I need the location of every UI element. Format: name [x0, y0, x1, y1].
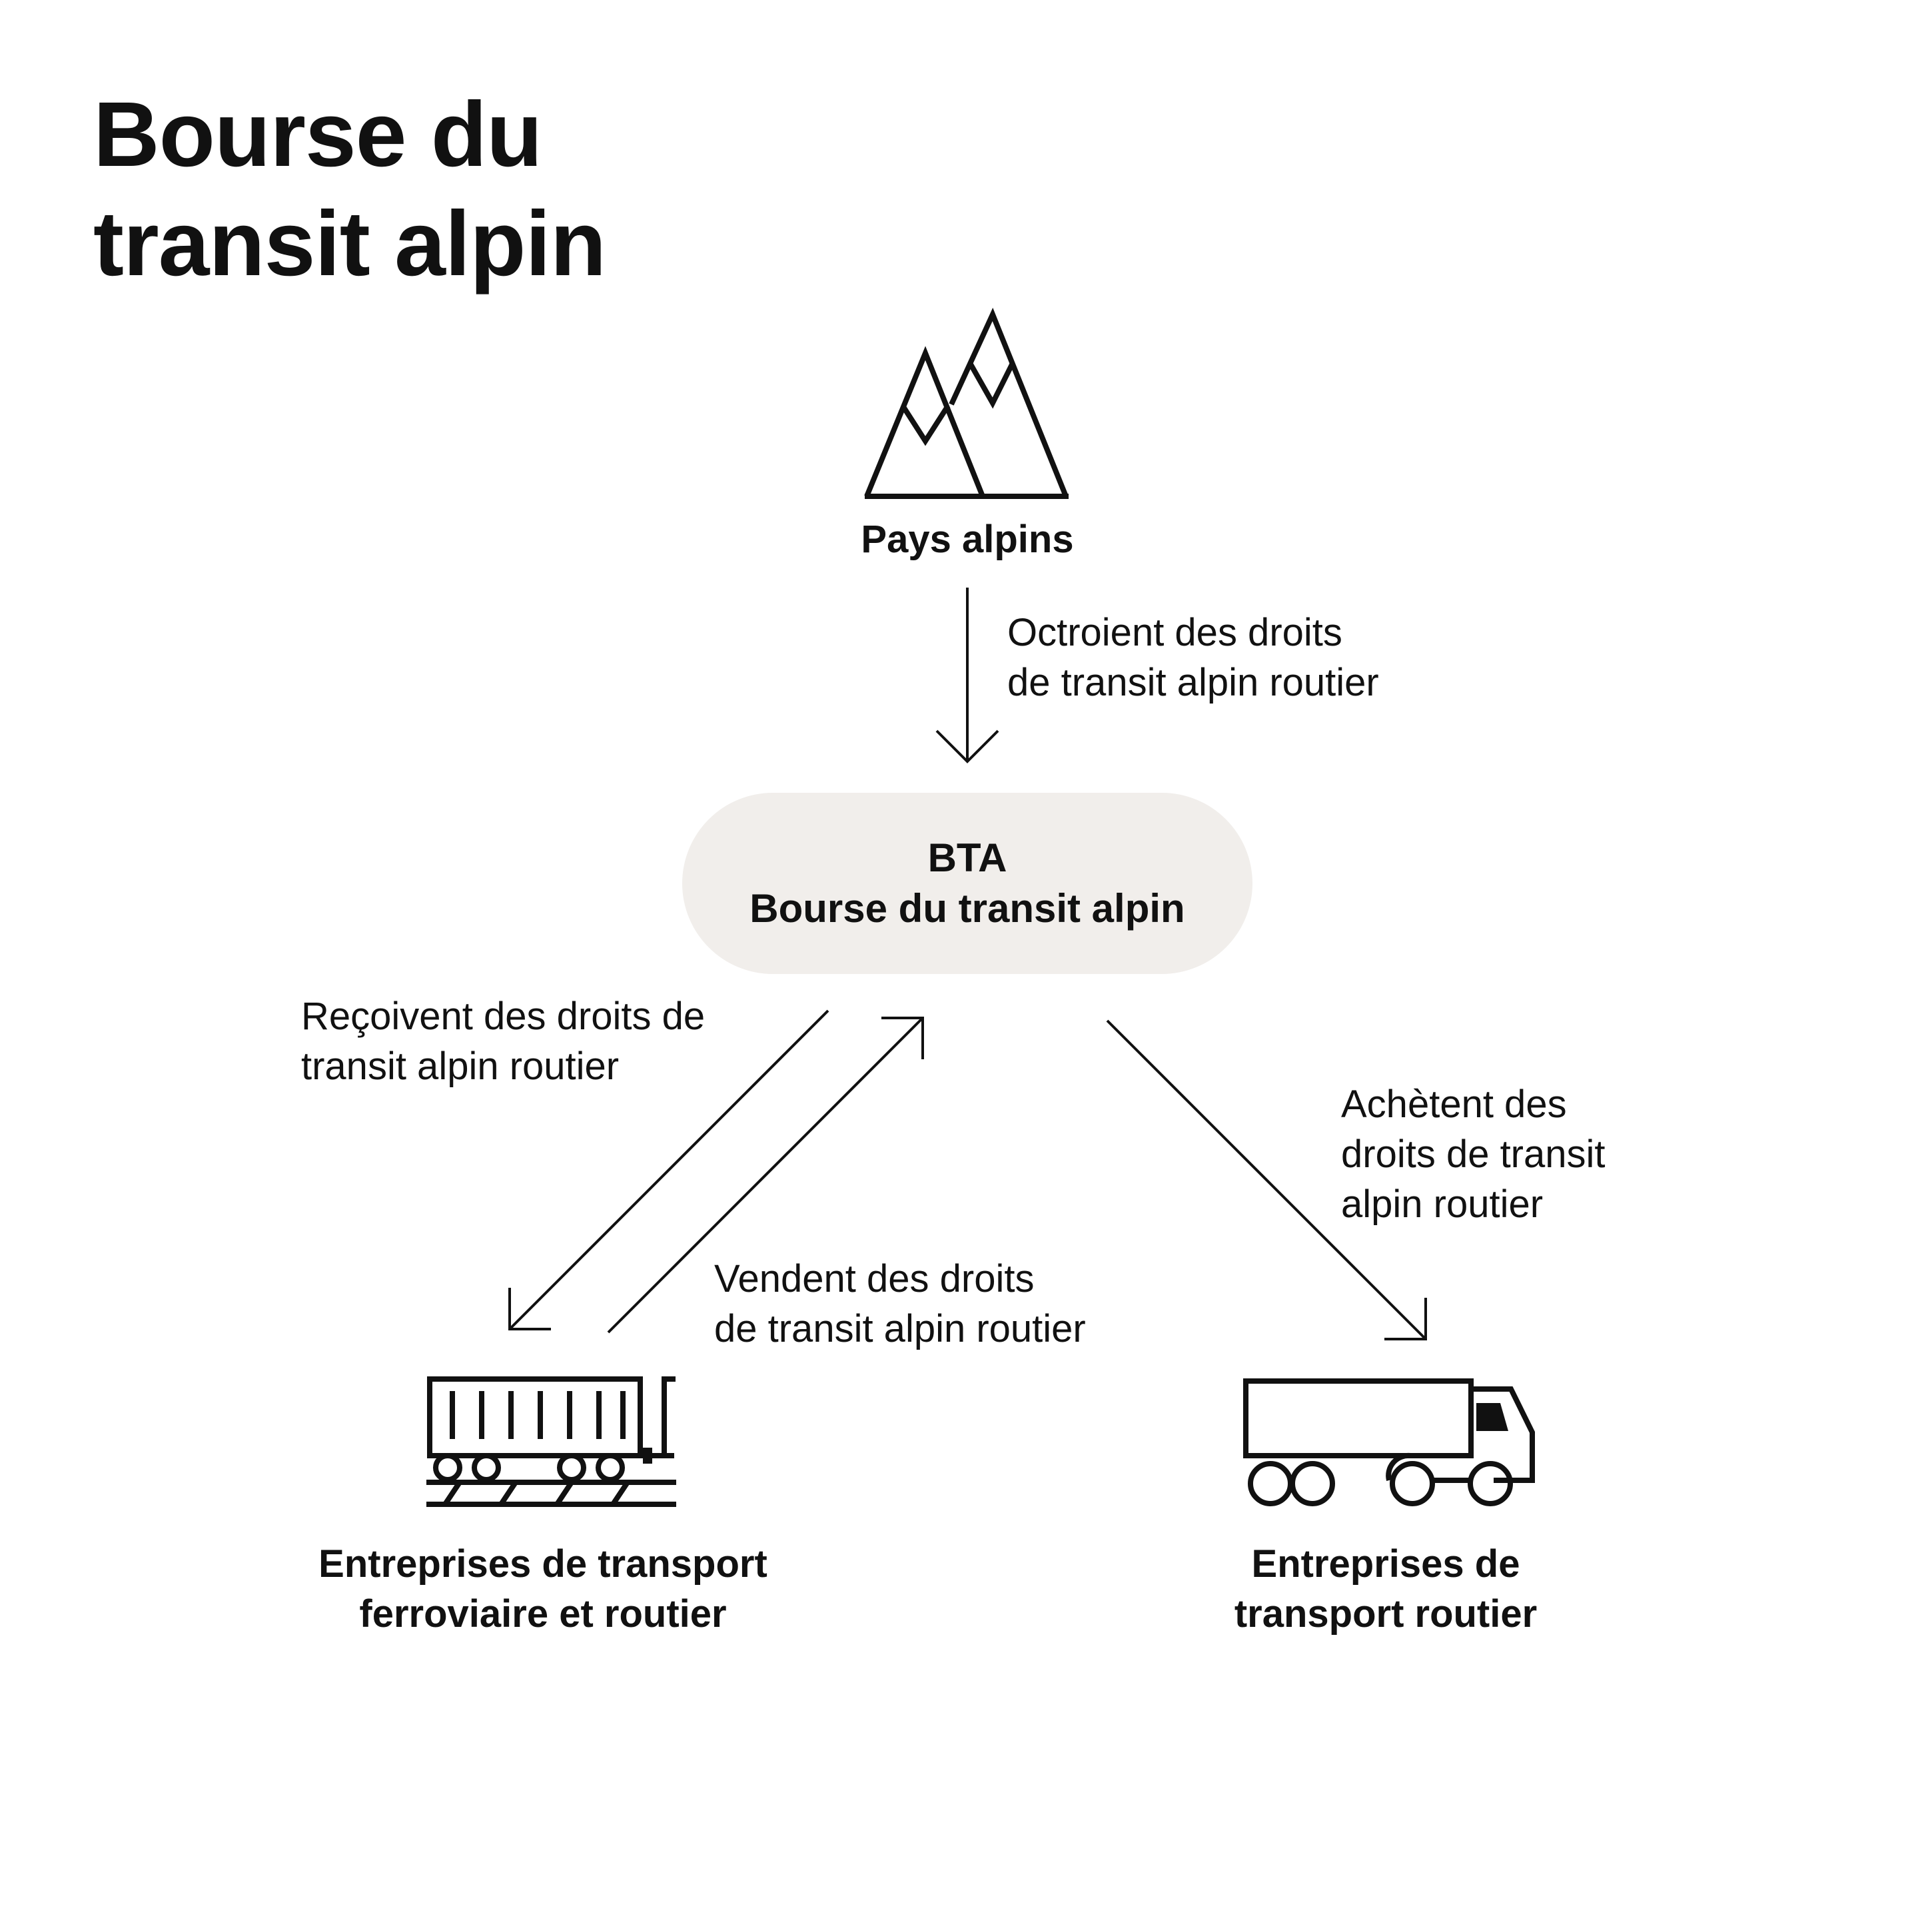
mountain-icon [864, 307, 1069, 499]
edge-label-grant-line-1: Octroient des droits [1007, 611, 1342, 654]
edge-label-grant-line-2: de transit alpin routier [1007, 661, 1379, 704]
edge-label-buy-line-2: droits de transit [1341, 1133, 1606, 1176]
node-road-companies-line-2: transport routier [1234, 1592, 1538, 1636]
arrow-grant [935, 588, 999, 763]
edge-label-receive: Reçoivent des droits de transit alpin ro… [301, 991, 705, 1091]
title-line-1: Bourse du [93, 83, 542, 186]
arrow-receive [508, 1009, 829, 1330]
edge-label-receive-line-2: transit alpin routier [301, 1045, 620, 1088]
title-line-2: transit alpin [93, 193, 606, 295]
freight-train-icon [426, 1376, 676, 1507]
edge-label-sell: Vendent des droits de transit alpin rout… [714, 1254, 1086, 1354]
arrow-sell [607, 1017, 924, 1334]
edge-label-sell-line-2: de transit alpin routier [714, 1307, 1086, 1350]
node-alpine-countries: Pays alpins [834, 514, 1101, 564]
node-bta-line-1: BTA [927, 835, 1007, 880]
node-bta-line-2: Bourse du transit alpin [749, 886, 1185, 931]
node-bta: BTA Bourse du transit alpin [682, 793, 1252, 974]
edge-label-grant: Octroient des droits de transit alpin ro… [1007, 608, 1379, 708]
edge-label-buy-line-1: Achètent des [1341, 1083, 1567, 1126]
node-rail-road-companies: Entreprises de transport ferroviaire et … [213, 1539, 873, 1639]
page-title: Bourse du transit alpin [93, 80, 606, 298]
node-road-companies: Entreprises de transport routier [1119, 1539, 1652, 1639]
node-alpine-countries-label: Pays alpins [861, 518, 1074, 561]
edge-label-buy-line-3: alpin routier [1341, 1183, 1544, 1226]
truck-icon [1243, 1378, 1535, 1506]
edge-label-sell-line-1: Vendent des droits [714, 1257, 1035, 1300]
node-road-companies-line-1: Entreprises de [1251, 1542, 1520, 1586]
node-rail-road-companies-line-2: ferroviaire et routier [359, 1592, 727, 1636]
edge-label-buy: Achètent des droits de transit alpin rou… [1341, 1079, 1606, 1229]
edge-label-receive-line-1: Reçoivent des droits de [301, 995, 706, 1038]
node-rail-road-companies-line-1: Entreprises de transport [318, 1542, 767, 1586]
arrow-buy [1106, 1019, 1427, 1340]
